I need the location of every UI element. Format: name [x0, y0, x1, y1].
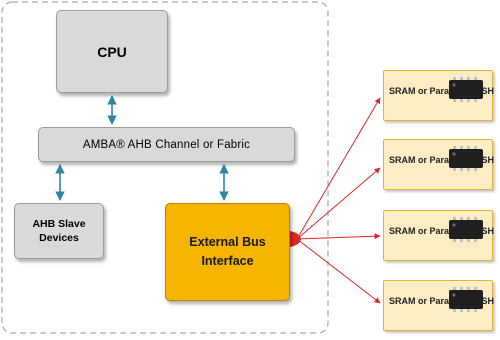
memory-box-3: SRAM or Parallel FLASH — [383, 210, 495, 261]
cpu-label: CPU — [97, 43, 127, 60]
memory-label: SRAM or Parallel FLASH — [389, 296, 495, 306]
memory-box-4: SRAM or Parallel FLASH — [383, 280, 495, 331]
memory-label: SRAM or Parallel FLASH — [389, 226, 495, 236]
ahb-slave-devices-block: AHB Slave Devices — [14, 203, 104, 259]
memory-chip-icon — [449, 146, 483, 171]
fanout-arrow-4 — [296, 238, 381, 304]
fanout-origin-connector — [290, 231, 301, 247]
memory-label: SRAM or Parallel FLASH — [389, 86, 495, 96]
fanout-arrow-3 — [296, 233, 381, 240]
ebi-label: External Bus Interface — [189, 235, 266, 268]
external-bus-interface-block: External Bus Interface — [165, 203, 290, 301]
memory-chip-icon — [449, 77, 483, 102]
memory-chip-icon — [449, 287, 483, 312]
fanout-arrow-1 — [296, 97, 381, 240]
memory-box-1: SRAM or Parallel FLASH — [383, 70, 495, 121]
ahb-slave-label: AHB Slave Devices — [32, 217, 86, 244]
memory-label: SRAM or Parallel FLASH — [389, 155, 495, 165]
memory-box-2: SRAM or Parallel FLASH — [383, 139, 495, 190]
fanout-arrow-2 — [296, 167, 381, 240]
amba-bus-label: AMBA® AHB Channel or Fabric — [82, 138, 251, 151]
amba-bus-block: AMBA® AHB Channel or Fabric — [38, 127, 295, 162]
memory-chip-icon — [449, 217, 483, 242]
cpu-block: CPU — [56, 10, 168, 93]
system-boundary — [1, 1, 329, 334]
